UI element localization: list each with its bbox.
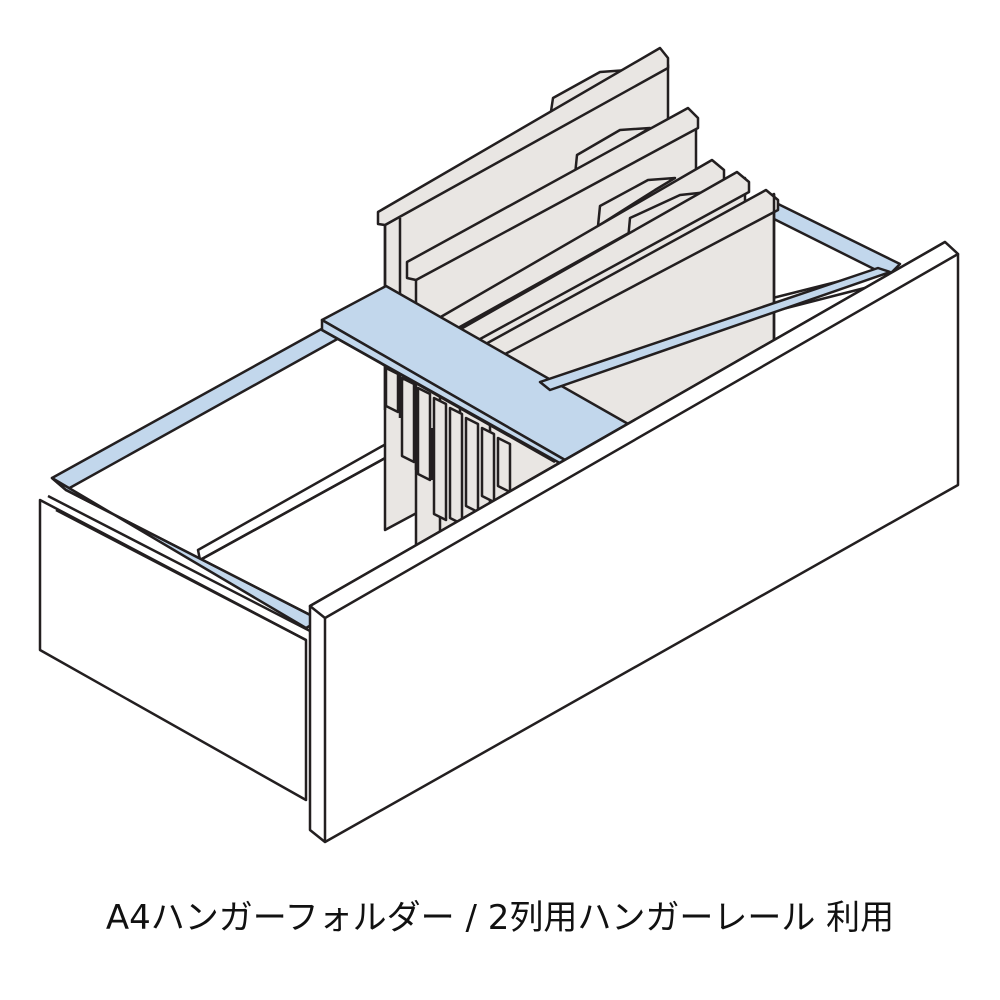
front-hanger-rail	[538, 266, 892, 392]
caption: A4ハンガーフォルダー / 2列用ハンガーレール 利用	[105, 898, 895, 938]
drawer-illustration	[38, 46, 960, 844]
drawer-side-panel	[38, 494, 313, 802]
drawer-front-panel	[308, 240, 960, 844]
folder-edges	[384, 366, 512, 526]
right-hanger-rail	[768, 198, 902, 278]
